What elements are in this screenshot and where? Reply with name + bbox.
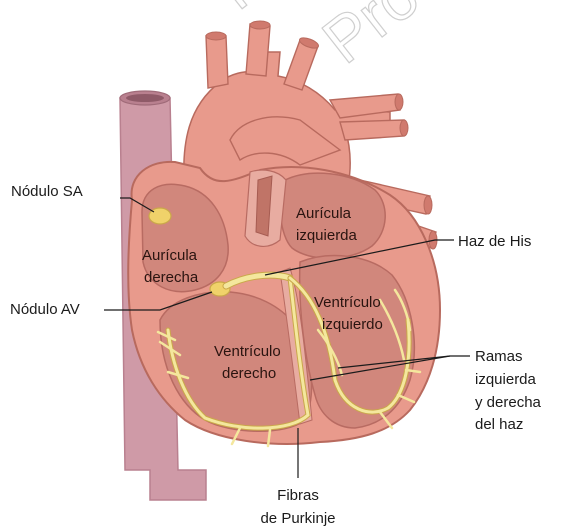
label-right-atrium-line2: derecha: [144, 269, 199, 286]
label-right-ventricle-line1: Ventrículo: [214, 343, 281, 360]
label-ramas-line3: y derecha: [475, 394, 542, 411]
label-purkinje-line1: Fibras: [277, 487, 319, 504]
label-haz-his: Haz de His: [458, 233, 531, 250]
label-purkinje-line2: de Purkinje: [260, 510, 335, 527]
left-ventricle-chamber: [300, 256, 415, 428]
label-left-ventricle-line2: izquierdo: [322, 316, 383, 333]
label-ramas-line2: izquierda: [475, 371, 537, 388]
label-left-atrium-line2: izquierda: [296, 227, 358, 244]
label-left-ventricle-line1: Ventrículo: [314, 294, 381, 311]
watermark-text-1: P: [202, 0, 280, 23]
label-ramas-line4: del haz: [475, 416, 523, 433]
label-sa-node: Nódulo SA: [11, 183, 83, 200]
label-ramas-line1: Ramas: [475, 348, 523, 365]
label-left-atrium-line1: Aurícula: [296, 205, 352, 222]
label-right-atrium-line1: Aurícula: [142, 247, 198, 264]
label-right-ventricle-line2: derecho: [222, 365, 276, 382]
watermark: P Pro: [202, 0, 432, 77]
label-av-node: Nódulo AV: [10, 301, 80, 318]
watermark-text-2: Pro: [309, 0, 432, 77]
